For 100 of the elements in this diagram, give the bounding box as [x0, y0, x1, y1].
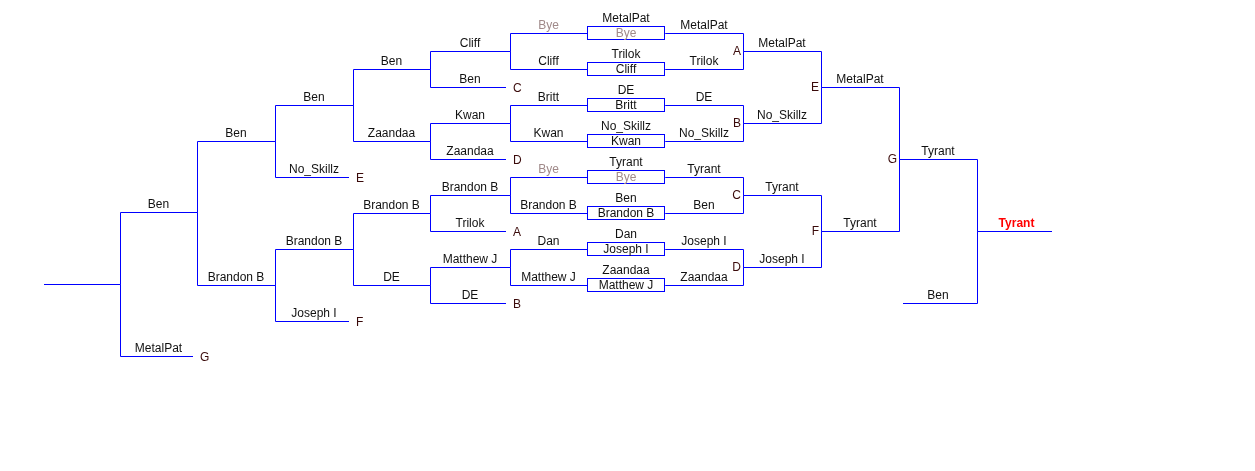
- player-name: Ben: [693, 198, 715, 212]
- bracket-connector: [115, 284, 125, 357]
- player-name: Joseph I: [681, 234, 727, 248]
- bracket-letter: F: [811, 224, 819, 238]
- player-name: Trilok: [611, 47, 641, 61]
- player-name: Trilok: [455, 216, 485, 230]
- player-name: No_Skillz: [757, 108, 807, 122]
- player-name: MetalPat: [680, 18, 728, 32]
- bracket-letter: E: [356, 171, 364, 185]
- bracket-connector: [816, 231, 826, 268]
- bracket-letter: C: [732, 188, 741, 202]
- bracket-connector: [738, 195, 748, 214]
- bracket-connector: [348, 249, 358, 286]
- player-name: No_Skillz: [679, 126, 729, 140]
- player-name: MetalPat: [836, 72, 884, 86]
- player-name: Tyrant: [765, 180, 799, 194]
- bracket-letter: G: [200, 350, 210, 364]
- bracket-letter: B: [513, 297, 521, 311]
- player-name: Brandon B: [597, 207, 655, 219]
- player-name: Brandon B: [441, 180, 499, 194]
- bracket-connector: [425, 285, 435, 304]
- player-name: Zaandaa: [367, 126, 416, 140]
- player-name: Matthew J: [598, 279, 654, 291]
- player-name: Cliff: [615, 63, 637, 75]
- player-name: Joseph I: [759, 252, 805, 266]
- bracket-letter: A: [513, 225, 521, 239]
- player-name: Britt: [615, 99, 637, 111]
- player-name: Matthew J: [442, 252, 498, 266]
- bracket-connector: [505, 51, 515, 70]
- bracket-letter: D: [732, 260, 741, 274]
- bracket-connector: [582, 141, 588, 142]
- bracket-connector: [738, 123, 748, 142]
- player-name: Bye: [615, 27, 637, 39]
- player-name: Zaandaa: [446, 144, 494, 158]
- player-name: DE: [617, 83, 635, 97]
- player-name: MetalPat: [134, 341, 183, 355]
- player-name: Brandon B: [363, 198, 420, 212]
- bracket-connector: [270, 141, 280, 178]
- bracket-connector: [664, 141, 670, 142]
- player-name: MetalPat: [758, 36, 806, 50]
- bracket-letter: B: [733, 116, 741, 130]
- player-name: No_Skillz: [289, 162, 339, 176]
- bracket-connector: [664, 177, 670, 178]
- bracket-connector: [816, 87, 826, 124]
- bracket-connector: [664, 285, 670, 286]
- player-name: Cliff: [459, 36, 481, 50]
- player-name: Ben: [225, 126, 247, 140]
- player-name: Dan: [537, 234, 560, 248]
- bracket-connector: [425, 141, 435, 160]
- bracket-connector: [738, 51, 748, 70]
- bracket-connector: [664, 249, 670, 250]
- bracket-connector: [348, 105, 358, 142]
- bracket-connector: [505, 267, 515, 286]
- bracket-letter: A: [733, 44, 741, 58]
- bracket-letter: C: [513, 81, 522, 95]
- bracket-connector: [894, 159, 904, 232]
- player-name: DE: [695, 90, 713, 104]
- bracket-letter: F: [356, 315, 364, 329]
- player-name: Bye: [538, 162, 559, 176]
- bracket-connector: [664, 33, 670, 34]
- player-name: Kwan: [611, 135, 641, 147]
- player-name: DE: [383, 270, 400, 284]
- bracket-connector: [664, 213, 670, 214]
- player-name: Dan: [615, 227, 637, 241]
- bracket-letter: D: [513, 153, 522, 167]
- player-name: Ben: [927, 288, 949, 302]
- player-name: Ben: [615, 191, 637, 205]
- bracket-connector: [664, 105, 670, 106]
- player-name: Kwan: [533, 126, 564, 140]
- player-name: Tyrant: [843, 216, 877, 230]
- player-name: Ben: [147, 197, 170, 211]
- player-name: Zaandaa: [680, 270, 728, 284]
- bracket-connector: [192, 212, 202, 286]
- player-name: Ben: [303, 90, 325, 104]
- player-name: No_Skillz: [601, 119, 651, 133]
- player-name: Kwan: [455, 108, 485, 122]
- bracket-connector: [505, 195, 515, 214]
- player-name: Brandon B: [520, 198, 577, 212]
- player-name: MetalPat: [602, 11, 650, 25]
- bracket-connector: [270, 285, 280, 322]
- player-name: Trilok: [689, 54, 719, 68]
- bracket-connector: [664, 69, 670, 70]
- bracket-letter: G: [887, 152, 897, 166]
- player-name: Bye: [615, 171, 637, 183]
- player-name: Tyrant: [687, 162, 721, 176]
- bracket-connector: [425, 213, 435, 232]
- bracket-connector: [582, 33, 588, 34]
- player-name: Matthew J: [521, 270, 576, 284]
- player-name: Tyrant: [921, 144, 955, 158]
- player-name: Ben: [459, 72, 481, 86]
- player-name: Brandon B: [207, 270, 265, 284]
- bracket-connector: [972, 231, 982, 304]
- player-name: Joseph I: [603, 243, 649, 255]
- player-name: Joseph I: [291, 306, 337, 320]
- bracket-connector: [582, 249, 588, 250]
- bracket-connector: [582, 285, 588, 286]
- bracket-connector: [582, 105, 588, 106]
- player-name: Tyrant: [609, 155, 643, 169]
- player-name: Zaandaa: [602, 263, 650, 277]
- bracket-connector: [425, 69, 435, 88]
